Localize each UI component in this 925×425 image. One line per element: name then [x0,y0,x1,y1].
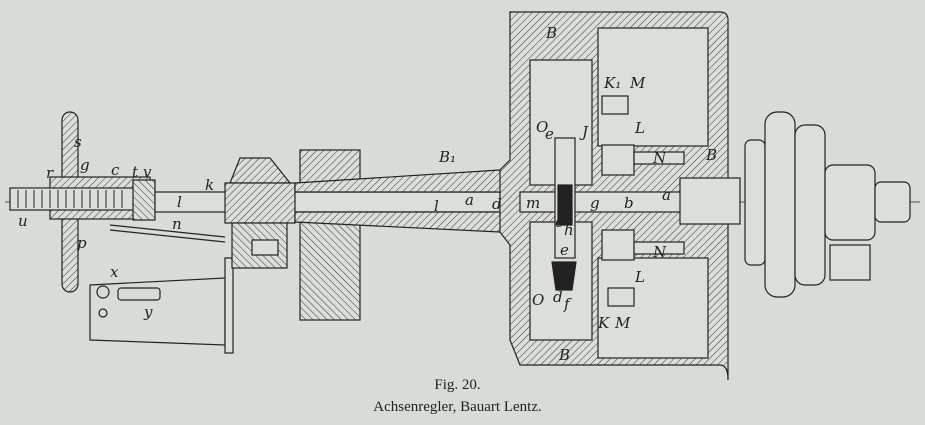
wheel-right [744,111,911,298]
label-n-top: N [653,149,667,167]
label-k1: K₁ [604,74,622,92]
label-x: x [110,263,119,281]
label-k: K [598,314,610,332]
figure-caption: Achsenregler, Bauart Lentz. [373,399,542,415]
label-m-low: M [615,314,631,332]
label-m: m [526,194,541,212]
label-r: r [46,164,54,182]
label-t: t [132,163,139,181]
label-f: f [564,295,570,313]
label-o-top: O [536,118,549,136]
handwheel [9,111,156,293]
label-e-low: e [560,241,569,259]
label-n-low: N [653,243,667,261]
label-d2: d [553,288,563,306]
label-m-top: M [630,74,646,92]
label-p: p [77,234,87,252]
label-v: v [143,163,152,181]
label-j: J [582,123,589,141]
label-l1: l [177,193,182,211]
label-a-left: a [465,191,474,209]
label-o-low: O [532,291,545,309]
label-h: h [564,221,574,239]
label-b-bottom: B [559,346,571,364]
label-g: g [80,156,90,174]
label-l-low: L [635,268,645,286]
bearing-housing [224,149,361,321]
label-g2: g [590,194,600,212]
label-b-top: B [546,24,558,42]
label-l2: l [434,197,439,215]
label-d1: d [492,195,502,213]
label-b: b [624,194,634,212]
label-s: s [74,133,82,151]
figure-number: Fig. 20. [434,377,481,393]
label-a-right: a [662,186,671,204]
label-y: y [144,303,153,321]
label-l-top: L [635,119,645,137]
label-e-top: e [545,125,554,143]
hub-b [499,11,729,381]
bracket [89,257,234,354]
label-b1: B₁ [439,148,457,166]
label-n: n [172,215,182,233]
label-u: u [18,212,28,230]
label-c: c [111,161,120,179]
label-c2: c [555,213,564,231]
label-b-right: B [706,146,718,164]
label-k: k [205,176,215,194]
